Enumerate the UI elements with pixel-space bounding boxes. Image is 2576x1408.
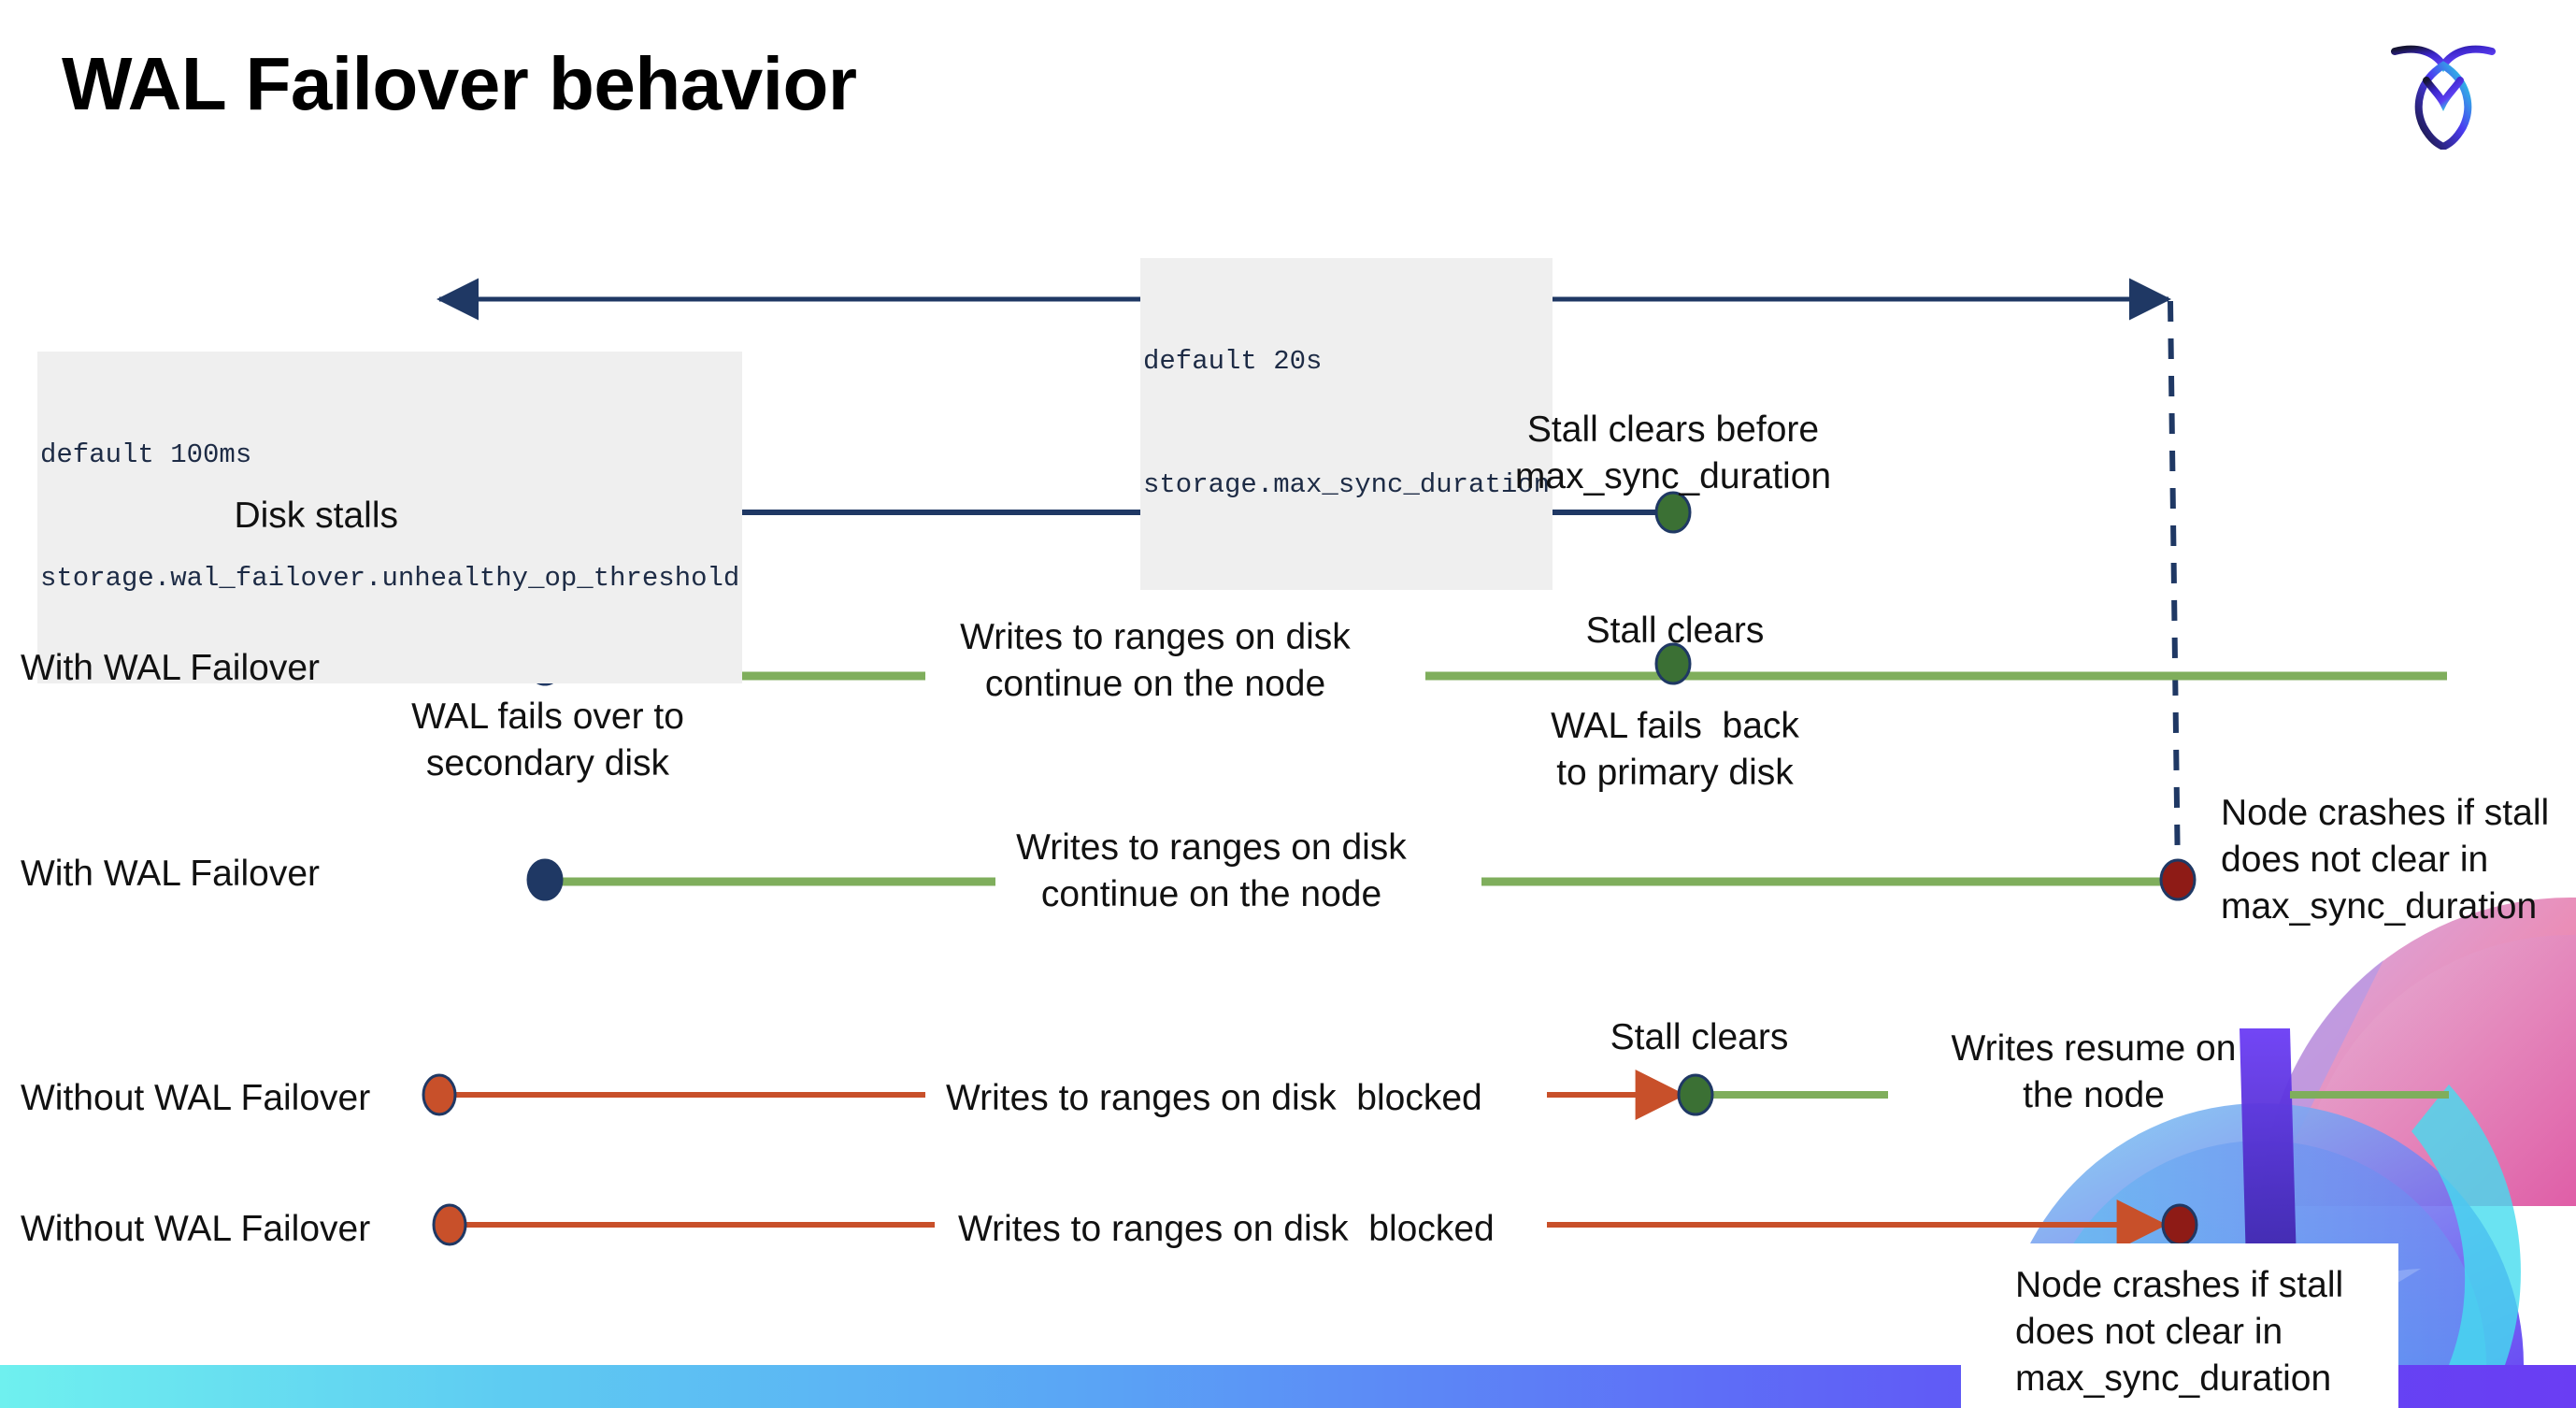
row-label-with-wal-failover-1: With WAL Failover xyxy=(21,648,320,688)
unhealthy-threshold-annotation: default 100ms storage.wal_failover.unhea… xyxy=(37,352,743,683)
cockroach-logo-icon xyxy=(2391,45,2496,150)
max-sync-setting-label: storage.max_sync_duration xyxy=(1143,469,1551,501)
row-with-wal-failover-recovers-timeline xyxy=(526,642,2447,686)
row-label-without-wal-failover-1: Without WAL Failover xyxy=(21,1078,371,1118)
unhealthy-setting-label: storage.wal_failover.unhealthy_op_thresh… xyxy=(40,563,740,595)
row-label-disk-stalls: Disk stalls xyxy=(234,496,398,536)
note-node-crashes-row5: Node crashes if stall does not clear in … xyxy=(2015,1265,2344,1399)
note-wal-fails-over-to-secondary: WAL fails over to secondary disk xyxy=(411,697,684,783)
note-writes-blocked-row4: Writes to ranges on disk blocked xyxy=(946,1078,1482,1118)
note-writes-resume-row4: Writes resume on the node xyxy=(1951,1028,2237,1115)
note-stall-clears-row2: Stall clears xyxy=(1585,611,1765,651)
note-writes-continue-row2: Writes to ranges on disk continue on the… xyxy=(960,617,1351,704)
max-sync-duration-annotation: default 20s storage.max_sync_duration xyxy=(1140,258,1553,590)
note-stall-clears-before-max-sync: Stall clears before max_sync_duration xyxy=(1514,409,1832,496)
note-writes-blocked-row5: Writes to ranges on disk blocked xyxy=(958,1209,1495,1249)
row-label-with-wal-failover-2: With WAL Failover xyxy=(21,854,320,894)
note-node-crashes-row3: Node crashes if stall does not clear in … xyxy=(2221,793,2550,927)
row-label-without-wal-failover-2: Without WAL Failover xyxy=(21,1209,371,1249)
max-sync-default-label: default 20s xyxy=(1143,346,1323,378)
page-title: WAL Failover behavior xyxy=(62,42,857,125)
note-writes-continue-row3: Writes to ranges on disk continue on the… xyxy=(1016,827,1407,914)
unhealthy-default-label: default 100ms xyxy=(40,439,252,471)
note-stall-clears-row4: Stall clears xyxy=(1610,1017,1789,1057)
note-wal-fails-back-to-primary: WAL fails back to primary disk xyxy=(1551,706,1799,793)
node-crash-callout-box: Node crashes if stall does not clear in … xyxy=(1961,1243,2398,1408)
max-sync-duration-dashed-guide xyxy=(2168,300,2181,880)
